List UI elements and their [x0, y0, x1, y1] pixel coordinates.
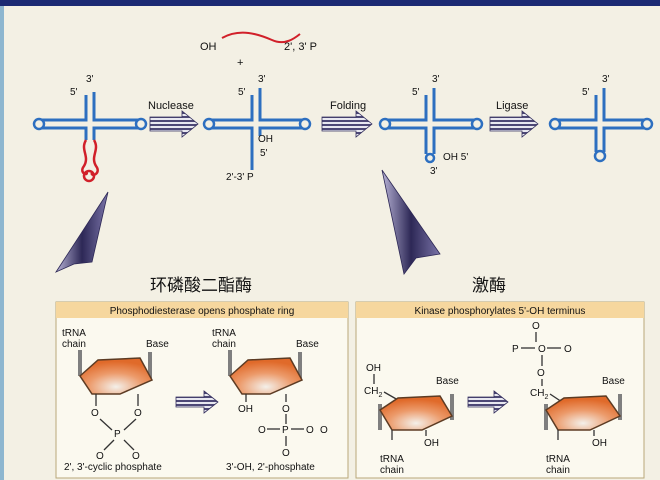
panel-left-trna-b-1: tRNA [212, 328, 236, 339]
panel-phosphodiesterase: Phosphodiesterase opens phosphate ring t… [55, 301, 349, 479]
enzyme-label-kinase: 激酶 [472, 276, 506, 296]
panel-right-title: Kinase phosphorylates 5'-OH terminus [415, 306, 586, 317]
trna1-5prime: 5' [70, 87, 78, 98]
trna3-oh5: OH 5' [443, 152, 468, 163]
panel-right-trna-a-1: tRNA [380, 454, 404, 465]
ribose-ring-b [229, 357, 304, 395]
panel-left-o-bottom-left: O [96, 451, 104, 462]
top-bar [0, 0, 660, 6]
trna2-oh: OH [258, 134, 273, 145]
striped-right-arrow-icon [467, 390, 509, 414]
panel-left-phos-b-2: P [282, 425, 289, 436]
trna4-3prime: 3' [602, 74, 610, 85]
folding-label: Folding [330, 100, 366, 112]
panel-left-trna-b-2: chain [212, 339, 236, 350]
panel-left-o-right: O [134, 408, 142, 419]
panel-kinase: Kinase phosphorylates 5'-OH terminus OH … [355, 301, 645, 479]
trna1-3prime: 3' [86, 74, 94, 85]
trna3-3prime-b: 3' [430, 166, 438, 177]
trna4-5prime: 5' [582, 87, 590, 98]
down-left-pointer-arrow-icon [54, 191, 109, 273]
panel-right-base-b: Base [602, 376, 625, 387]
striped-right-arrow-icon [149, 110, 199, 138]
panel-right-sub2-b: 2 [544, 394, 548, 401]
panel-left-trna-a-2: chain [62, 339, 86, 350]
trna-folded: 5' 3' OH 5' 3' [378, 74, 484, 177]
panel-right-phos-top-3: O [538, 344, 546, 355]
panel-left-base-a: Base [146, 339, 169, 350]
panel-right-phos-top-4: O [564, 344, 572, 355]
panel-right-o-link: O [537, 368, 545, 379]
nuclease-label: Nuclease [148, 100, 194, 112]
panel-left-trna-a-1: tRNA [62, 328, 86, 339]
panel-right-base-a: Base [436, 376, 459, 387]
panel-right-ch-a: CH [364, 386, 378, 397]
panel-right-oh-b: OH [592, 438, 607, 449]
panel-left-title: Phosphodiesterase opens phosphate ring [110, 306, 295, 317]
panel-left-phos-b-3: O [306, 425, 314, 436]
panel-right-trna-b-1: tRNA [546, 454, 570, 465]
folding-arrow: Folding [321, 100, 373, 138]
panel-right-phos-top-2: P [512, 344, 519, 355]
panel-left-o-bottom-right: O [132, 451, 140, 462]
ligase-arrow: Ligase [489, 100, 539, 138]
panel-left-o-b: O [282, 404, 290, 415]
panel-right-ch-b: CH [530, 388, 544, 399]
striped-right-arrow-icon [175, 390, 219, 414]
panel-right-ch2-a: CH2 [364, 386, 382, 399]
panel-left-o-top-b: O [282, 448, 290, 459]
panel-right-oh-a: OH [424, 438, 439, 449]
ligase-label: Ligase [496, 100, 528, 112]
panel-right-trna-a-2: chain [380, 465, 404, 476]
left-edge-bar [0, 6, 4, 480]
plus-sign: + [237, 57, 243, 69]
released-fragment: OH 2', 3' P + [200, 31, 317, 69]
trna2-phosphate-end: 2'-3' P [226, 172, 254, 183]
panel-right-sub2-a: 2 [378, 392, 382, 399]
panel-left-phos-b-1: O [258, 425, 266, 436]
enzyme-label-phosphodiesterase: 环磷酸二酯酶 [150, 276, 252, 296]
panel-left-base-b: Base [296, 339, 319, 350]
panel-right-oh-top: OH [366, 363, 381, 374]
trna-cut-halves: 5' 3' OH 5' 2'-3' P [202, 74, 312, 183]
trna-precursor: 5' 3' [32, 74, 148, 183]
down-left-pointer-arrow-icon [381, 169, 441, 275]
striped-right-arrow-icon [489, 110, 539, 138]
nuclease-arrow: Nuclease [148, 100, 199, 138]
trna3-5prime: 5' [412, 87, 420, 98]
trna3-3prime: 3' [432, 74, 440, 85]
panel-left-caption-a: 2', 3'-cyclic phosphate [64, 462, 162, 473]
panel-left-caption-b: 3'-OH, 2'-phosphate [226, 462, 315, 473]
panel-right-phos-top-1: O [532, 321, 540, 332]
panel-right-ch2-b: CH2 [530, 388, 548, 401]
panel-left-oh-b: OH [238, 404, 253, 415]
panel-left-phos-b-4: O [320, 425, 328, 436]
ribose-ring-a [79, 357, 154, 395]
striped-right-arrow-icon [321, 110, 373, 138]
trna2-5prime: 5' [238, 87, 246, 98]
panel-left-p: P [114, 429, 121, 440]
trna2-3prime: 3' [258, 74, 266, 85]
fragment-oh-label: OH [200, 41, 217, 53]
fragment-phosphate-label: 2', 3' P [284, 41, 317, 53]
panel-left-o-left: O [91, 408, 99, 419]
trna2-5prime-b: 5' [260, 148, 268, 159]
trna-mature: 5' 3' [548, 74, 654, 163]
panel-right-trna-b-2: chain [546, 465, 570, 476]
